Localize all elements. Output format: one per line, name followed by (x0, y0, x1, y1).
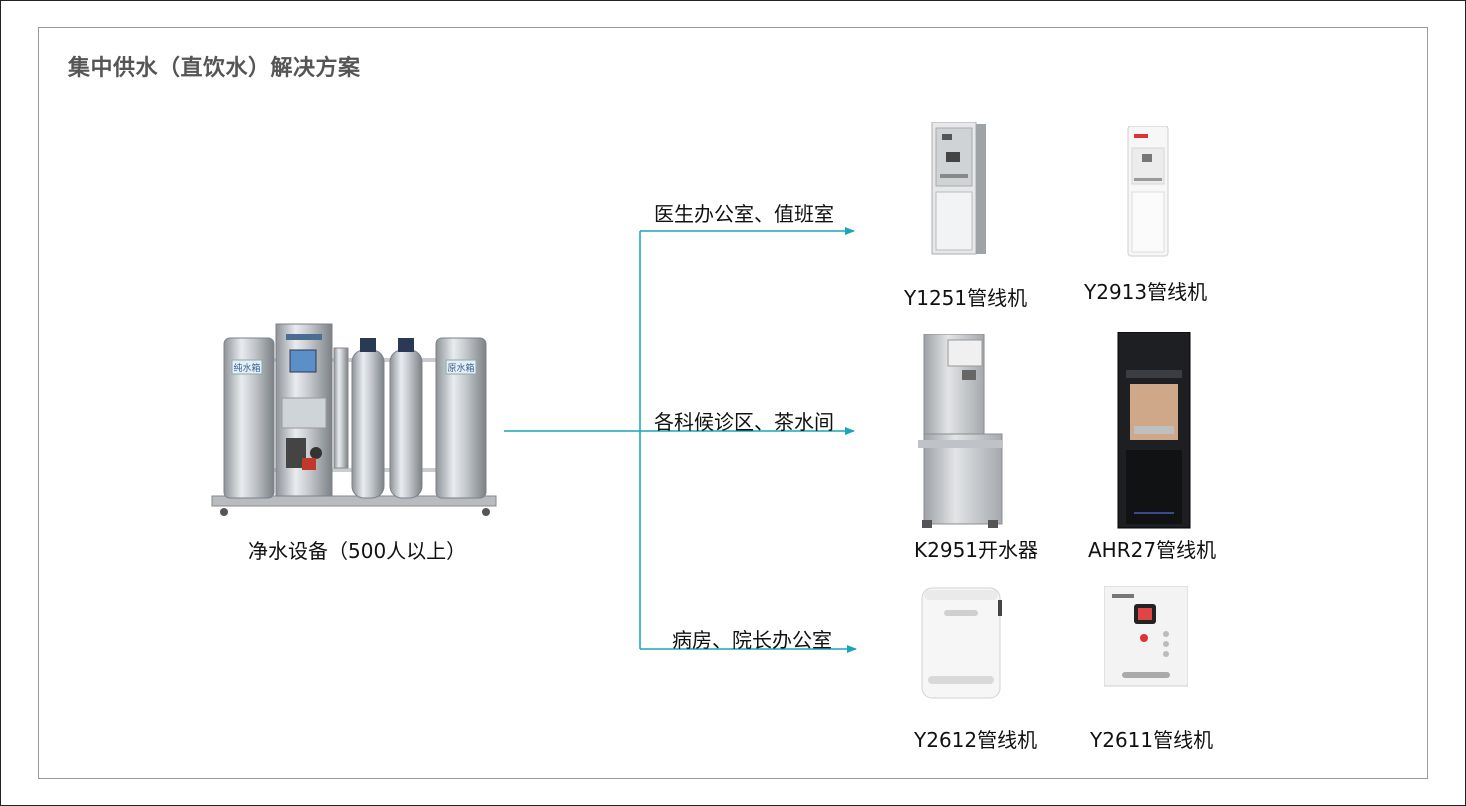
purifier-equipment-icon: 纯水箱 原水箱 (211, 323, 497, 516)
machine-caption-4: AHR27管线机 (1088, 538, 1217, 562)
wall-dispenser-white-icon (921, 587, 1002, 699)
floor-dispenser-black-icon (1117, 332, 1191, 529)
floor-dispenser-silver-icon (931, 122, 986, 255)
branch-label-3: 病房、院长办公室 (672, 628, 832, 652)
purifier-caption: 净水设备（500人以上） (248, 539, 467, 563)
floor-dispenser-white-icon (1127, 126, 1169, 257)
machine-caption-5: Y2612管线机 (914, 728, 1038, 752)
machine-caption-2: Y2913管线机 (1084, 280, 1208, 304)
machine-caption-6: Y2611管线机 (1090, 728, 1214, 752)
content-panel (38, 27, 1428, 779)
branch-label-1: 医生办公室、值班室 (654, 202, 834, 226)
machine-caption-1: Y1251管线机 (904, 286, 1028, 310)
tank-label-right: 原水箱 (447, 362, 474, 374)
machine-caption-3: K2951开水器 (914, 538, 1039, 562)
boiler-stainless-icon (918, 334, 1003, 528)
wall-dispenser-panel-icon (1104, 586, 1188, 687)
branch-label-2: 各科候诊区、茶水间 (654, 410, 834, 434)
page-title: 集中供水（直饮水）解决方案 (68, 56, 361, 81)
tank-label-left: 纯水箱 (233, 362, 260, 374)
